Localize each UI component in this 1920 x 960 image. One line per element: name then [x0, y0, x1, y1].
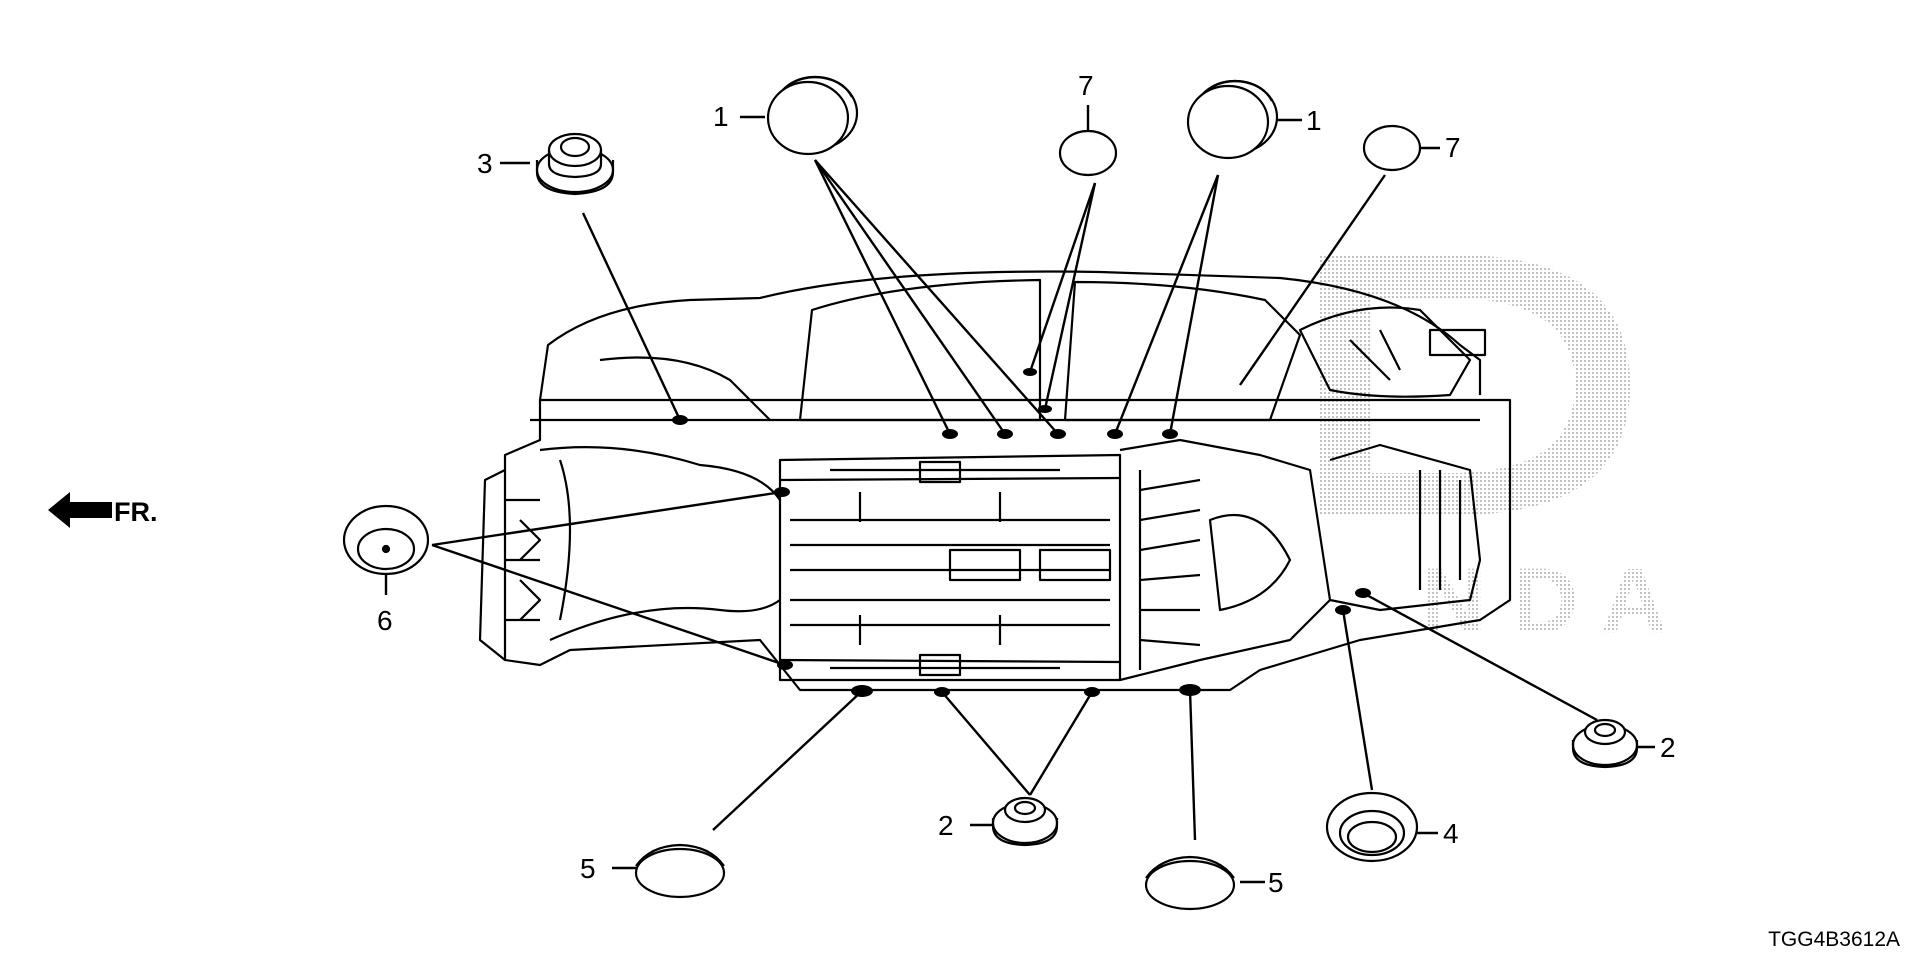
callout-2-bottom: 2 [938, 810, 954, 841]
grommet-plug-icon [1186, 79, 1279, 160]
grommet-oval-icon [634, 843, 726, 899]
front-arrow: FR. [48, 492, 158, 528]
body-holes [672, 368, 1371, 697]
callout-6: 6 [377, 605, 393, 636]
grommet-stepped-icon [991, 796, 1059, 847]
grommet-ring-icon [1325, 791, 1419, 863]
vehicle-underbody [478, 270, 1512, 692]
callout-5-left: 5 [580, 853, 596, 884]
callout-7-left: 7 [1078, 70, 1094, 101]
grommet-oval-icon [1144, 855, 1236, 911]
sealing-patch-icon [1362, 124, 1422, 172]
grommet-oval-icon [342, 504, 430, 576]
callout-1-right: 1 [1306, 105, 1322, 136]
sealing-patch-icon [1058, 129, 1118, 177]
grommet-stepped-icon [535, 132, 615, 196]
grommet-stepped-icon [1571, 718, 1639, 769]
callout-4: 4 [1443, 818, 1459, 849]
callout-1-left: 1 [713, 101, 729, 132]
diagram-code: TGG4B3612A [1768, 928, 1900, 951]
arrow-left-icon [48, 492, 112, 528]
callout-5-right: 5 [1268, 867, 1284, 898]
callout-3: 3 [477, 148, 493, 179]
grommet-plug-icon [766, 75, 859, 156]
callout-numbers: 1 1 2 2 3 4 5 5 6 7 7 [377, 70, 1676, 898]
callout-2-right: 2 [1660, 732, 1676, 763]
honda-watermark: N D A [1320, 255, 1667, 652]
leader-lines [384, 105, 1655, 884]
callout-7-right: 7 [1445, 132, 1461, 163]
front-label: FR. [114, 497, 158, 527]
